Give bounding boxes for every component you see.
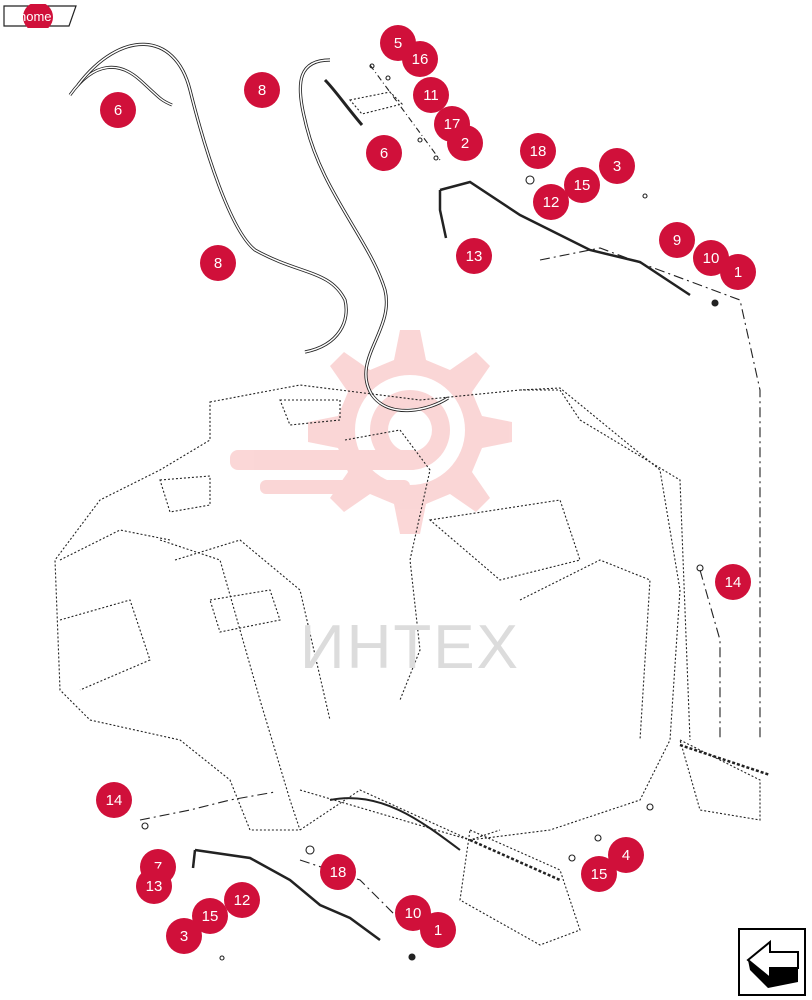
callout-3[interactable]: 3 bbox=[599, 148, 635, 184]
home-label: home bbox=[19, 9, 52, 24]
gear-logo-icon bbox=[230, 330, 512, 534]
callout-13[interactable]: 13 bbox=[456, 238, 492, 274]
back-arrow-icon bbox=[746, 939, 799, 988]
callout-6[interactable]: 6 bbox=[366, 135, 402, 171]
back-button[interactable] bbox=[738, 928, 806, 996]
callout-1[interactable]: 1 bbox=[420, 912, 456, 948]
callout-16[interactable]: 16 bbox=[402, 41, 438, 77]
callout-10[interactable]: 10 bbox=[395, 895, 431, 931]
callout-18[interactable]: 18 bbox=[320, 854, 356, 890]
watermark-text: ИНТЕХ bbox=[300, 613, 520, 682]
callout-10[interactable]: 10 bbox=[693, 240, 729, 276]
callout-14[interactable]: 14 bbox=[715, 564, 751, 600]
callout-15[interactable]: 15 bbox=[564, 167, 600, 203]
callout-12[interactable]: 12 bbox=[533, 184, 569, 220]
callout-9[interactable]: 9 bbox=[659, 222, 695, 258]
callout-14[interactable]: 14 bbox=[96, 782, 132, 818]
callout-15[interactable]: 15 bbox=[192, 898, 228, 934]
callout-15[interactable]: 15 bbox=[581, 856, 617, 892]
home-tab-icon bbox=[3, 4, 77, 28]
callout-6[interactable]: 6 bbox=[100, 92, 136, 128]
callout-2[interactable]: 2 bbox=[447, 125, 483, 161]
callout-8[interactable]: 8 bbox=[200, 245, 236, 281]
callout-8[interactable]: 8 bbox=[244, 72, 280, 108]
callout-13[interactable]: 13 bbox=[136, 868, 172, 904]
callout-3[interactable]: 3 bbox=[166, 918, 202, 954]
callout-18[interactable]: 18 bbox=[520, 133, 556, 169]
callout-12[interactable]: 12 bbox=[224, 882, 260, 918]
home-button[interactable]: home bbox=[3, 4, 77, 28]
callout-1[interactable]: 1 bbox=[720, 254, 756, 290]
